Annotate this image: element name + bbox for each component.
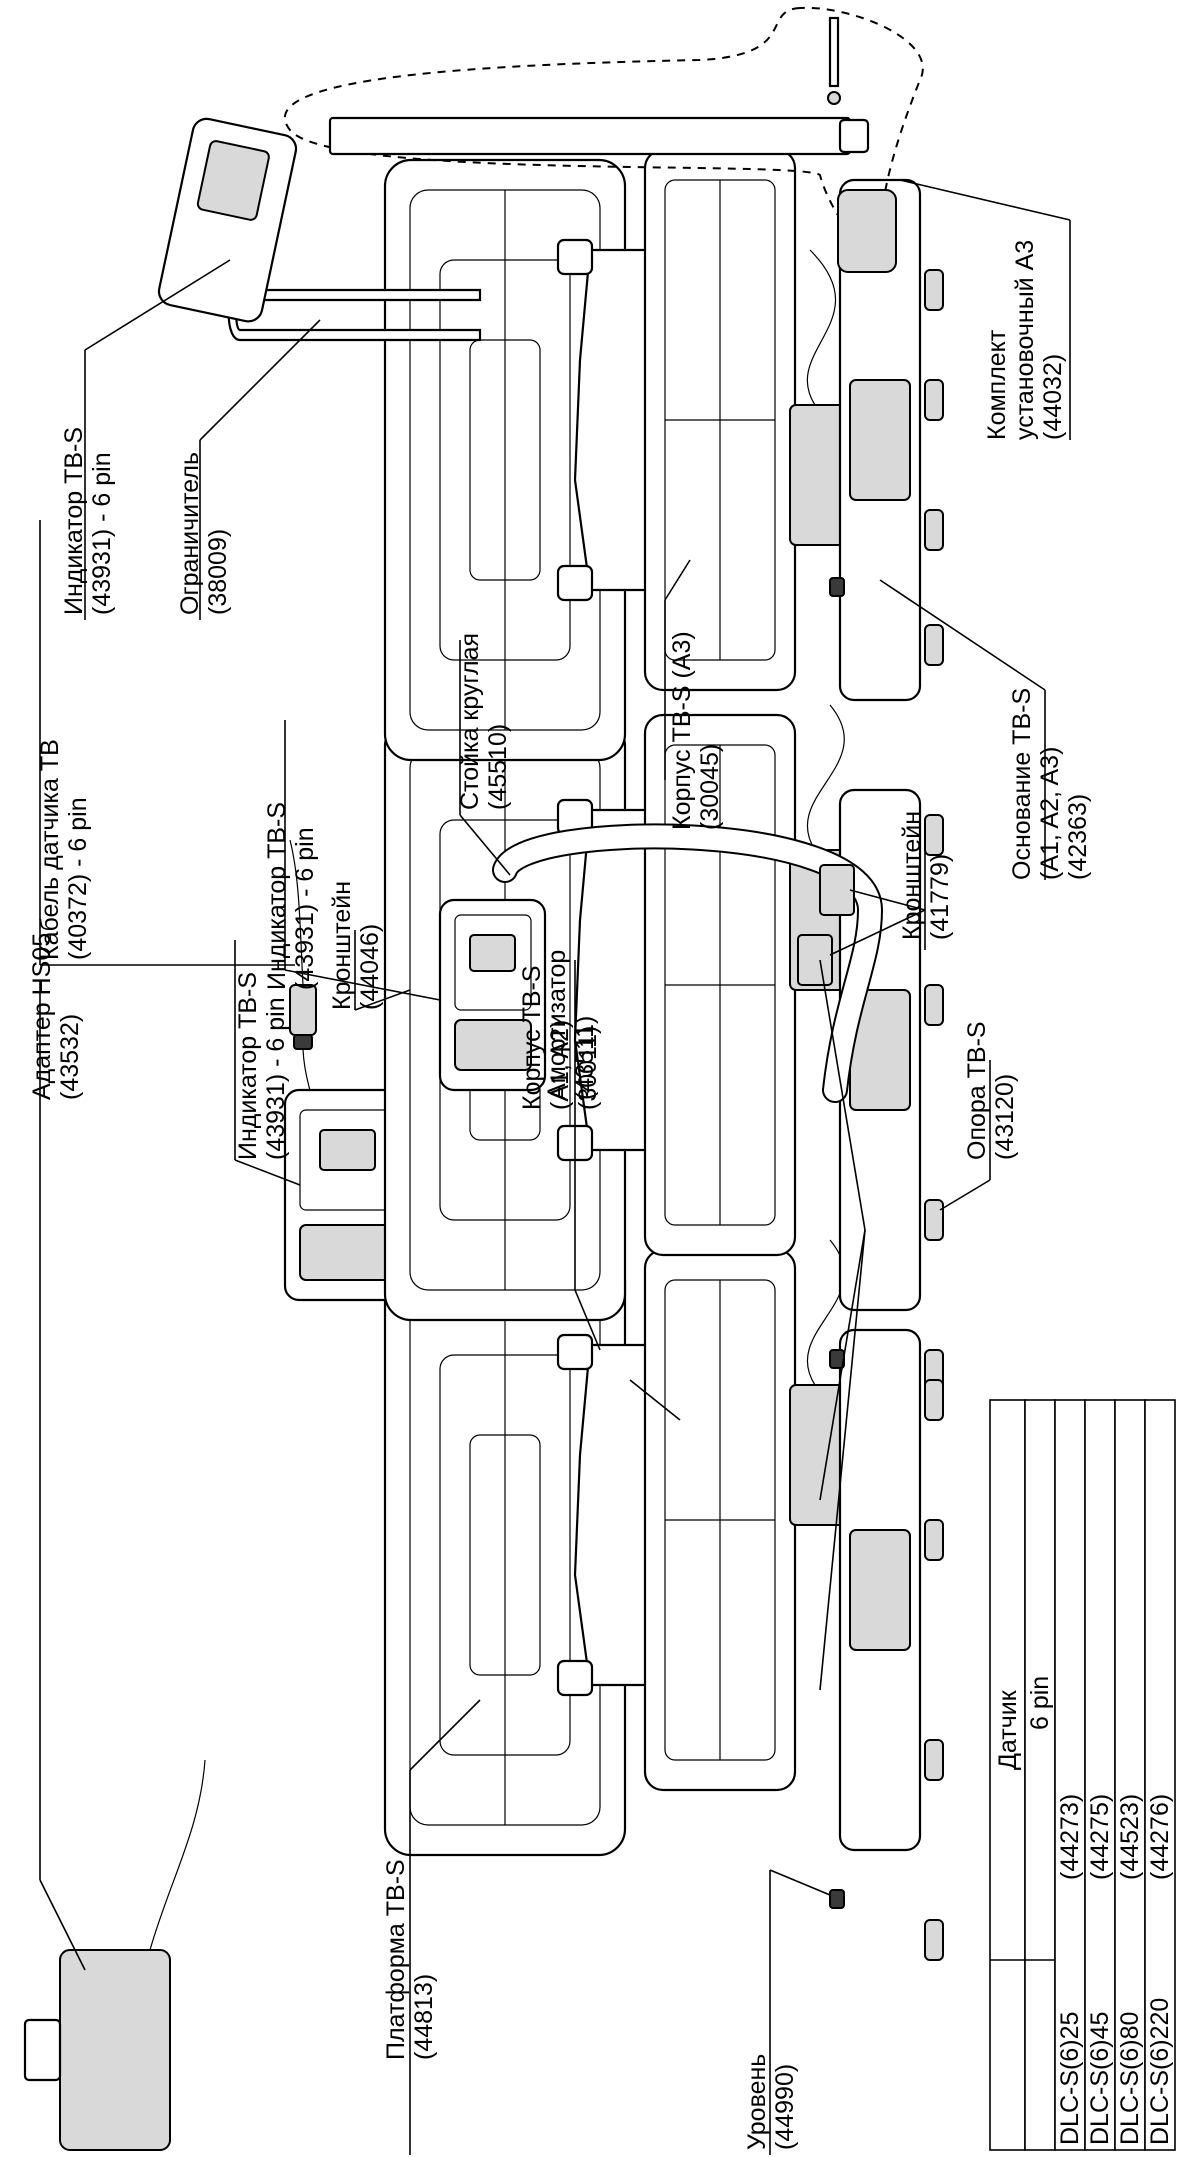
kit-code: (44032) (1039, 354, 1067, 440)
indicator-c-drawing (157, 117, 298, 323)
part-labels: Адаптер HS05 (43532) Платформа TB-S (448… (28, 240, 1174, 2150)
housing-a3-code: (30045) (696, 744, 724, 830)
sensor-row-code: (44523) (1116, 1794, 1144, 1880)
platform-label: Платформа TB-S (382, 1859, 410, 2060)
sensor-row-code: (44275) (1086, 1794, 1114, 1880)
adapter-code: (43532) (56, 1014, 84, 1100)
housing-a3-label: Корпус TB-S (A3) (668, 631, 696, 830)
feet-drawing (924, 1349, 944, 1961)
foot-code: (43120) (991, 1074, 1019, 1160)
leader-lines (39, 179, 1071, 2155)
limiter-label: Ограничитель (176, 452, 204, 615)
adapter-label: Адаптер HS05 (28, 933, 56, 1100)
indicator-b-label: Индикатор TB-S (263, 802, 291, 990)
sensor-row-model: DLC-S(6)80 (1116, 2012, 1144, 2145)
level-label: Уровень (743, 2054, 771, 2150)
cable-label: Кабель датчика TB (36, 739, 64, 960)
bracket-b-label: Кронштейн (898, 811, 926, 940)
sensor-row-code: (44276) (1146, 1794, 1174, 1880)
scale-assembly-pole (383, 704, 944, 1421)
base-code: (42363) (1064, 794, 1092, 880)
kit-label-2: установочный А3 (1011, 240, 1039, 440)
platform-code: (44813) (410, 1974, 438, 2060)
base-label: Основание TB-S (1008, 688, 1036, 880)
level-code: (44990) (771, 2064, 799, 2150)
housing-a12-label: Корпус TB-S (518, 965, 546, 1110)
indicator-b-drawing (438, 898, 547, 1092)
scale-assembly-a3 (157, 6, 944, 762)
sensor-table (989, 1399, 1176, 2151)
scale-assembly-a1-a2 (383, 1239, 944, 1961)
pole-code: (45510) (484, 724, 512, 810)
bracket-a-label: Кронштейн (328, 881, 356, 1010)
sensor-row-model: DLC-S(6)45 (1086, 2012, 1114, 2145)
housing-a12-code: (30011) (574, 1026, 602, 1110)
limiter-code: (38009) (204, 529, 232, 615)
damper-code: (43511) (571, 1016, 599, 1100)
level-drawing (829, 1889, 845, 1909)
indicator-a-code: (43931) - 6 pin (262, 997, 290, 1160)
adapter-drawing (23, 1759, 206, 2151)
sensor-row-model: DLC-S(6)25 (1056, 2012, 1084, 2145)
indicator-c-label: Индикатор TB-S (60, 427, 88, 615)
cable-code: (40372) - 6 pin (64, 797, 92, 960)
damper-label: Амортизатор (543, 950, 571, 1100)
sensor-table-subtitle: 6 pin (1026, 1676, 1054, 1730)
base-variant: (A1, A2, A3) (1036, 747, 1064, 880)
kit-label-1: Комплект (983, 329, 1011, 440)
sensor-row-code: (44273) (1056, 1794, 1084, 1880)
installation-kit-drawing (283, 6, 924, 273)
foot-label: Опора TB-S (963, 1021, 991, 1160)
housing-a12-drawing (643, 1248, 797, 1792)
sensor-table-title: Датчик (994, 1689, 1022, 1770)
housing-a12-variant: (A1, A2) (546, 1020, 574, 1110)
bracket-a-code: (44046) (356, 924, 384, 1010)
bracket-b-code: (41779) (926, 854, 954, 940)
indicator-c-code: (43931) - 6 pin (88, 452, 116, 615)
sensor-row-model: DLC-S(6)220 (1146, 1998, 1174, 2145)
base-drawing (838, 1328, 922, 1852)
bracket-b-drawing (819, 864, 855, 916)
indicator-b-code: (43931) - 6 pin (291, 827, 319, 990)
pole-label: Стойка круглая (456, 633, 484, 810)
indicator-a-label: Индикатор TB-S (234, 972, 262, 1160)
